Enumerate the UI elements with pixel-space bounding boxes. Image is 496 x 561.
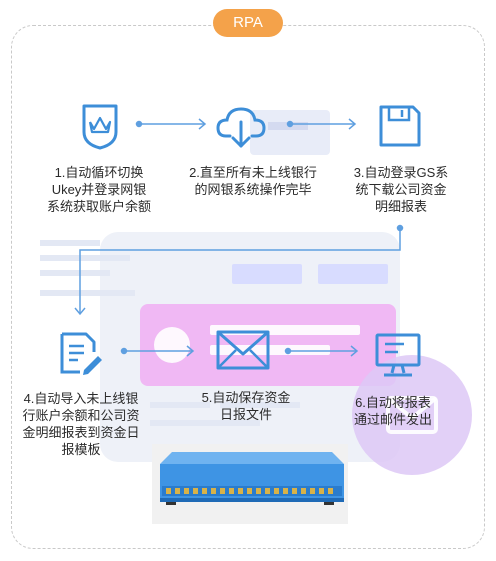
arrow-2-to-3	[286, 118, 357, 130]
bg-purple-circle	[352, 355, 472, 475]
arrow-5-to-6	[284, 345, 359, 357]
document-edit-icon	[60, 332, 102, 375]
cloud-download-icon	[216, 107, 266, 148]
monitor-icon	[375, 333, 421, 377]
step-2-label: 2.直至所有未上线银行 的网银系统操作完毕	[189, 165, 317, 197]
step-6-label: 6.自动将报表 通过邮件发出	[353, 395, 432, 427]
bg-panel-top	[250, 110, 330, 155]
arrow-3-to-4	[74, 224, 404, 316]
rpa-badge: RPA	[213, 9, 283, 37]
step-4-label: 4.自动导入未上线银 行账户余额和公司资 金明细报表到资金日 报模板	[22, 391, 140, 457]
envelope-icon	[216, 330, 270, 370]
floppy-disk-icon	[379, 105, 421, 147]
blue-device-image	[152, 444, 348, 524]
arrow-4-to-5	[120, 345, 195, 357]
arrow-1-to-2	[135, 118, 207, 130]
step-5-label: 5.自动保存资金 日报文件	[201, 390, 291, 422]
ukey-shield-icon	[82, 104, 118, 150]
step-3-label: 3.自动登录GS系 统下载公司资金 明细报表	[353, 165, 449, 214]
step-1-label: 1.自动循环切换 Ukey并登录网银 系统获取账户余额	[46, 165, 151, 214]
